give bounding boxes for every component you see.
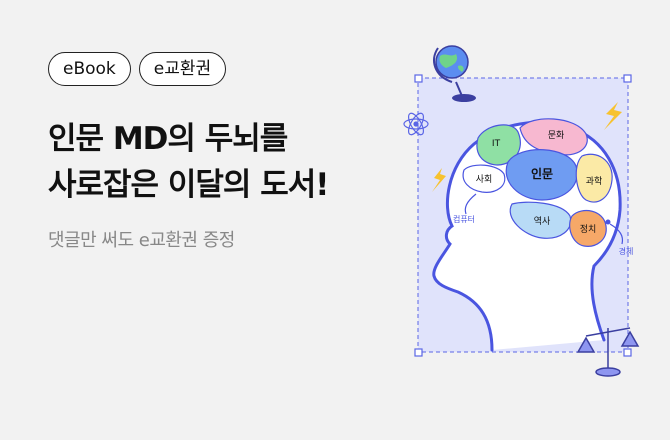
brain-illustration: IT 문화 사회 인문 과학 역사 정치 컴퓨터 경제 (403, 45, 640, 377)
subtitle: 댓글만 써도 e교환권 증정 (48, 230, 235, 251)
headline: 인문 MD의 두뇌를 사로잡은 이달의 도서! (48, 116, 329, 208)
handle-bottom-right[interactable] (623, 348, 632, 357)
label-politics: 정치 (580, 223, 597, 235)
handle-top-right[interactable] (623, 74, 632, 83)
label-it: IT (492, 139, 501, 149)
atom-icon (403, 112, 429, 136)
region-labels: IT 문화 사회 인문 과학 역사 정치 (476, 130, 603, 235)
tag-list: eBook e교환권 (48, 52, 227, 86)
region-science[interactable] (575, 153, 613, 203)
region-humanities[interactable] (505, 149, 578, 201)
label-history: 역사 (534, 216, 551, 227)
region-it[interactable] (476, 124, 521, 166)
callout-line-economy (609, 223, 624, 245)
region-society[interactable] (462, 164, 506, 193)
scales-icon (576, 327, 640, 377)
label-humanities: 인문 (531, 166, 553, 181)
headline-line-2: 사로잡은 이달의 도서! (48, 167, 329, 203)
tag-voucher[interactable]: e교환권 (138, 52, 227, 86)
callout-economy: 경제 (619, 246, 634, 256)
callout-dot (605, 219, 611, 225)
label-culture: 문화 (548, 130, 565, 141)
region-culture[interactable] (519, 118, 588, 156)
tag-ebook[interactable]: eBook (48, 52, 131, 86)
region-history[interactable] (509, 201, 572, 239)
frame-handles (414, 74, 632, 357)
brain-regions (462, 118, 613, 247)
lightning-icon (432, 168, 446, 192)
handle-bottom-left[interactable] (414, 348, 423, 357)
globe-icon (433, 45, 476, 102)
callout-computer: 컴퓨터 (453, 215, 475, 224)
region-politics[interactable] (569, 209, 607, 247)
label-science: 과학 (586, 176, 603, 187)
label-society: 사회 (476, 174, 493, 185)
handle-top-left[interactable] (414, 74, 423, 83)
lightning-icon (604, 102, 622, 130)
headline-line-1: 인문 MD의 두뇌를 (48, 121, 288, 157)
callout-line-computer (464, 193, 477, 215)
